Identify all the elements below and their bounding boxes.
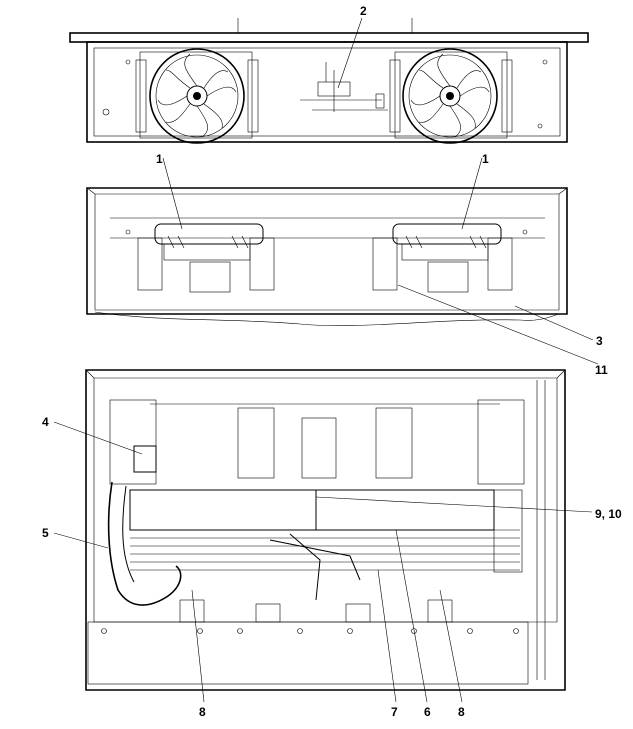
leader-lines xyxy=(53,17,599,703)
callout-6: 6 xyxy=(424,705,431,719)
middle-section xyxy=(86,187,568,326)
top-fan-unit xyxy=(69,18,589,144)
callout-1-left: 1 xyxy=(156,152,163,166)
coil-block-icon xyxy=(129,489,523,573)
center-valve-icon xyxy=(300,62,388,112)
callout-4: 4 xyxy=(42,415,49,429)
callout-9-10: 9, 10 xyxy=(595,507,622,521)
fan-right-icon xyxy=(389,48,513,144)
valve-icon xyxy=(133,445,157,473)
callout-5: 5 xyxy=(42,526,49,540)
callout-8-left: 8 xyxy=(199,705,206,719)
callout-7: 7 xyxy=(391,705,398,719)
callout-8-right: 8 xyxy=(458,705,465,719)
fan-left-icon xyxy=(135,48,259,144)
callout-2: 2 xyxy=(360,4,367,18)
callout-11: 11 xyxy=(595,363,608,377)
callout-1-right: 1 xyxy=(482,152,489,166)
fan-guard-right-icon xyxy=(372,223,513,293)
bottom-compartment xyxy=(85,369,566,691)
callout-3: 3 xyxy=(596,334,603,348)
fan-guard-left-icon xyxy=(137,223,275,293)
